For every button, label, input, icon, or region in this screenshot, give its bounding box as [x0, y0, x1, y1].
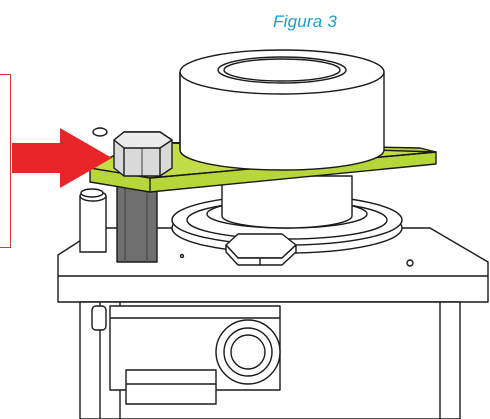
upper-cylinder [179, 49, 385, 171]
base-hex-nut [225, 233, 297, 266]
left-post [79, 188, 107, 253]
lower-cylinder [221, 175, 353, 229]
callout-box [0, 74, 11, 248]
front-fitting [91, 305, 281, 405]
bolt-shaft [116, 185, 158, 263]
bolt-hex-head [113, 131, 173, 177]
figure-caption: Figura 3 [273, 12, 337, 31]
arrow-right-icon [12, 128, 112, 188]
